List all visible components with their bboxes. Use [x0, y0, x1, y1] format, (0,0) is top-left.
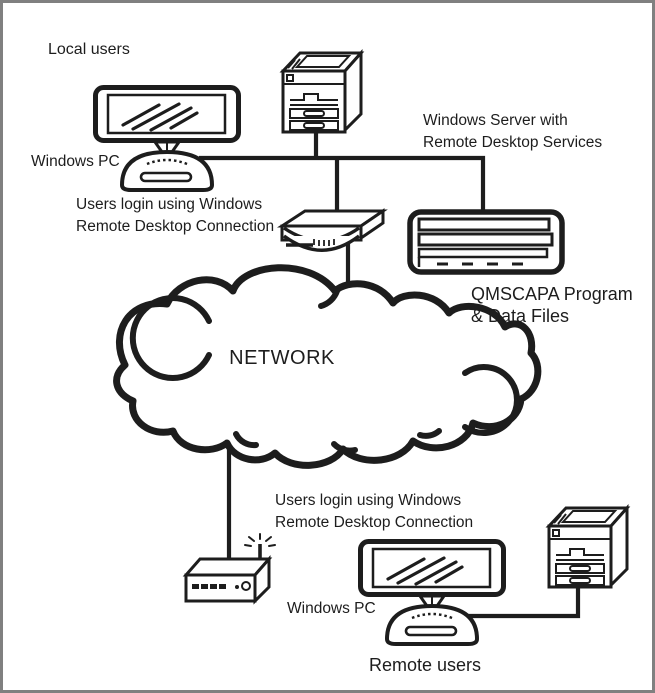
server-bay	[417, 247, 549, 259]
qmscapa-label-line1: QMSCAPA Program	[471, 284, 633, 304]
login-note-top-line1: Users login using Windows	[76, 196, 262, 213]
cloud-curl	[417, 428, 442, 439]
server-bay	[417, 217, 551, 232]
login-note-top: Users login using Windows Remote Desktop…	[76, 196, 274, 235]
cloud-curl	[331, 441, 358, 454]
local-users-label: Local users	[48, 41, 130, 58]
pc-printer-line	[455, 575, 581, 619]
login-note-top-line2: Remote Desktop Connection	[76, 218, 274, 235]
qmscapa-label: QMSCAPA Program & Data Files	[471, 284, 633, 326]
server-bay	[417, 232, 554, 247]
cloud-curl	[233, 431, 259, 449]
remote-pc-icon	[361, 542, 504, 645]
local-pc-icon	[96, 88, 239, 191]
login-note-bottom: Users login using Windows Remote Desktop…	[275, 492, 473, 531]
antenna-signal	[244, 533, 276, 547]
remote-printer-icon	[547, 506, 629, 589]
server-icon	[407, 209, 565, 275]
modem-leds	[192, 584, 239, 589]
cloud-curl-left	[129, 295, 212, 381]
modem-port	[241, 581, 251, 591]
diagram-svg: NETWORK	[31, 41, 633, 675]
server-label-line2: Remote Desktop Services	[423, 134, 602, 151]
hub-ports	[313, 239, 335, 246]
network-cloud: NETWORK	[113, 264, 542, 469]
cloud-curl-right	[462, 364, 520, 436]
login-note-bottom-line2: Remote Desktop Connection	[275, 514, 473, 531]
cloud-curl	[318, 288, 340, 309]
cloud-outline	[113, 264, 542, 469]
server-label: Windows Server with Remote Desktop Servi…	[423, 112, 602, 151]
local-printer-icon	[281, 51, 363, 134]
network-label: NETWORK	[229, 347, 335, 369]
hub-wave-lower	[282, 234, 361, 252]
remote-users-label: Remote users	[369, 655, 481, 675]
windows-pc-label-bottom: Windows PC	[287, 600, 376, 617]
qmscapa-label-line2: & Data Files	[471, 306, 569, 326]
network-hub-icon	[276, 208, 388, 252]
login-note-bottom-line1: Users login using Windows	[275, 492, 461, 509]
lan-bus-line	[199, 155, 486, 218]
modem-icon	[182, 533, 276, 605]
server-label-line1: Windows Server with	[423, 112, 568, 129]
windows-pc-label-top: Windows PC	[31, 153, 120, 170]
